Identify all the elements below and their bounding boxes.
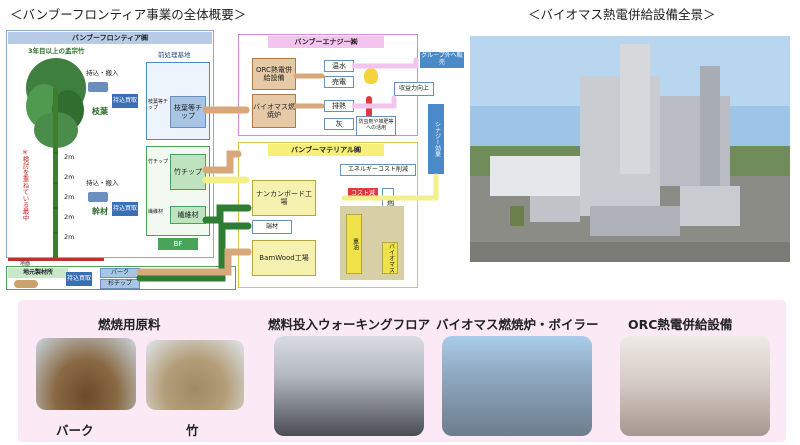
hot-water-box: 温水 <box>324 60 354 72</box>
nankan-box: ナンカンボード工場 <box>252 180 316 216</box>
walking-floor-photo <box>274 336 424 436</box>
orc-title: ORC熱電併給設備 <box>628 317 733 332</box>
flow-arrows <box>136 57 439 282</box>
buy-box-3: 持込買取 <box>66 272 92 286</box>
power-box: 売電 <box>324 76 354 88</box>
segment-5: 2m <box>64 233 75 241</box>
bamwood-box: BamWood工場 <box>252 240 316 276</box>
truck-icon <box>88 82 108 92</box>
purchase-note-2: 持込・搬入 <box>86 179 119 187</box>
bamboo-chip-photo <box>146 340 244 410</box>
purchase-note-1: 持込・搬入 <box>86 69 119 77</box>
chip-note-2: 竹チップ <box>148 159 169 165</box>
cedar-chip-box: 杉チップ <box>100 279 140 289</box>
sawmill-title: 地元製材所 <box>8 268 68 278</box>
log-icon <box>14 280 38 288</box>
segment-1: 2m <box>64 153 75 161</box>
ash-box: 灰 <box>324 118 354 130</box>
chip-note-3: 繊維材 <box>148 209 164 215</box>
bamboo-label: 竹 <box>186 423 199 438</box>
group-sale-box: グループ外へ販売 <box>420 52 464 68</box>
branch-chip-box: 枝葉等チップ <box>170 96 206 128</box>
ground-line <box>8 258 104 261</box>
chip-note-1: 枝葉等チップ <box>148 99 169 111</box>
equipment-gallery-panel: 燃焼用原料 バーク 竹 燃料投入ウォーキングフロア バイオマス燃焼炉・ボイラー … <box>18 300 786 442</box>
boiler-title: バイオマス燃焼炉・ボイラー <box>436 317 599 332</box>
overview-heading: ＜バンブーフロンティア事業の全体概要＞ <box>10 7 247 22</box>
segment-2: 2m <box>64 173 75 181</box>
ground-label: 地面 <box>20 261 31 267</box>
boiler-box: バイオマス燃焼炉 <box>252 94 296 128</box>
buy-box-2: 持込買取 <box>112 202 138 216</box>
segment-4: 2m <box>64 213 75 221</box>
yield-up-box: 収益力向上 <box>394 82 434 96</box>
segment-3: 2m <box>64 193 75 201</box>
energy-title: バンブーエナジー㈱ <box>268 36 384 48</box>
energy-cost-box: エネルギーコスト削減 <box>340 164 416 176</box>
fuel-title: 燃焼用原料 <box>98 317 161 332</box>
frontier-title: バンブーフロンティア㈱ <box>8 32 212 44</box>
heavy-oil-bar: 重油 <box>346 214 362 274</box>
side-mat-box: 端材 <box>252 220 292 234</box>
bamboo-chip-box: 竹チップ <box>170 154 206 190</box>
biomass-fuel-bar: バイオマス <box>382 242 398 274</box>
orc-box: ORC熱電併給設備 <box>252 58 296 90</box>
business-overview-diagram: バンブーフロンティア㈱ 3年目以上の孟宗竹 ※検討を重ねている最中 2m 2m … <box>6 30 464 290</box>
bark-label: バーク <box>56 423 94 438</box>
biomass-plant-panorama-photo <box>470 36 790 262</box>
panorama-heading: ＜バイオマス熱電併給設備全景＞ <box>528 7 716 22</box>
frontier-base-label: 前処理基地 <box>158 51 191 59</box>
bamboo-tree-illustration <box>26 58 86 258</box>
material-title: バンブーマテリアル㈱ <box>268 144 384 156</box>
boiler-photo <box>442 336 592 436</box>
fiber-box: 繊維材 <box>170 206 206 224</box>
walking-floor-title: 燃料投入ウォーキングフロア <box>268 317 431 332</box>
anti-freeze-box: 防虫剤や堆肥等への活用 <box>356 116 396 136</box>
bamboo-note: 3年目以上の孟宗竹 <box>28 47 85 55</box>
truck-icon <box>88 192 108 202</box>
branch-label: 枝葉 <box>92 107 108 116</box>
orc-photo <box>620 336 770 436</box>
trunk-label: 幹材 <box>92 207 108 216</box>
bf-tag: BF <box>158 238 198 250</box>
lightbulb-icon <box>364 68 378 84</box>
height-note: ※検討を重ねている最中 <box>21 148 29 221</box>
synergy-box: シナジー効果 <box>428 104 444 174</box>
buy-box-1: 持込買取 <box>112 94 138 108</box>
bark-photo <box>36 338 136 410</box>
